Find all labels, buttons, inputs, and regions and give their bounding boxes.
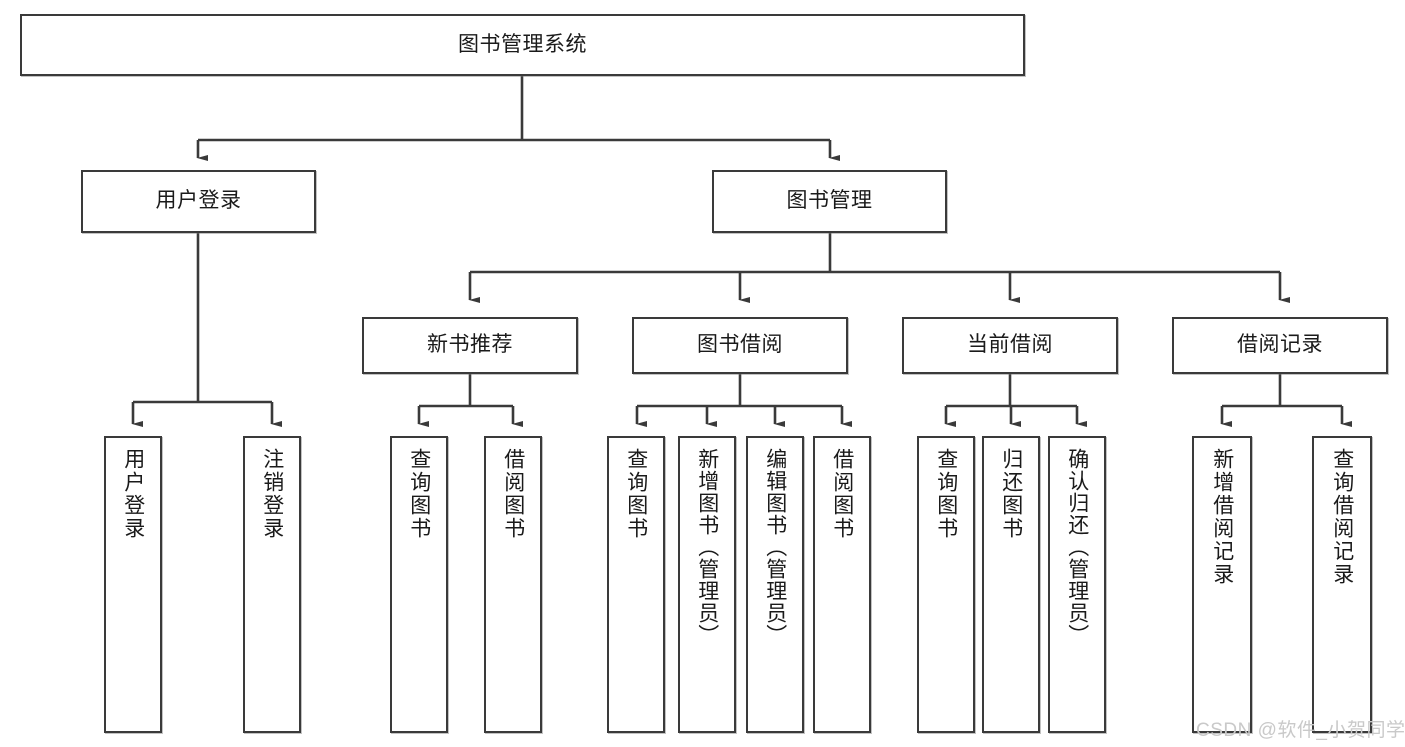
node-label: 新书推荐 bbox=[427, 333, 513, 357]
node-label: 用户登录 bbox=[155, 189, 242, 213]
node-label: 借阅图书 bbox=[501, 448, 525, 540]
node-label: 当前借阅 bbox=[967, 333, 1053, 357]
node-book-management[interactable]: 图书管理 bbox=[712, 170, 947, 233]
node-label: 查询图书 bbox=[934, 448, 958, 540]
leaf-current-borrow-confirm-return-admin[interactable]: 确认归还（管理员） bbox=[1048, 436, 1106, 733]
node-current-borrow[interactable]: 当前借阅 bbox=[902, 317, 1118, 374]
leaf-book-borrow-add-book-admin[interactable]: 新增图书（管理员） bbox=[678, 436, 736, 733]
node-label: 查询图书 bbox=[407, 448, 431, 540]
node-label: 查询图书 bbox=[624, 448, 648, 540]
leaf-new-book-query-book[interactable]: 查询图书 bbox=[390, 436, 448, 733]
node-label: 借阅图书 bbox=[830, 448, 854, 540]
node-label: 编辑图书（管理员） bbox=[763, 448, 787, 646]
node-label: 确认归还（管理员） bbox=[1065, 448, 1089, 646]
leaf-current-borrow-return-book[interactable]: 归还图书 bbox=[982, 436, 1040, 733]
node-label: 新增图书（管理员） bbox=[695, 448, 719, 646]
node-label: 图书管理 bbox=[786, 189, 873, 213]
leaf-current-borrow-query-book[interactable]: 查询图书 bbox=[917, 436, 975, 733]
node-label: 注销登录 bbox=[260, 448, 284, 540]
node-label: 借阅记录 bbox=[1237, 333, 1323, 357]
node-label: 查询借阅记录 bbox=[1330, 448, 1354, 586]
leaf-book-borrow-edit-book-admin[interactable]: 编辑图书（管理员） bbox=[746, 436, 804, 733]
node-label: 图书借阅 bbox=[697, 333, 783, 357]
node-new-book-recommend[interactable]: 新书推荐 bbox=[362, 317, 578, 374]
node-label: 用户登录 bbox=[121, 448, 145, 540]
node-label: 归还图书 bbox=[999, 448, 1023, 540]
node-root-book-management-system[interactable]: 图书管理系统 bbox=[20, 14, 1025, 76]
leaf-borrow-records-add-record[interactable]: 新增借阅记录 bbox=[1192, 436, 1252, 733]
leaf-user-login-login[interactable]: 用户登录 bbox=[104, 436, 162, 733]
node-book-borrow[interactable]: 图书借阅 bbox=[632, 317, 848, 374]
leaf-book-borrow-borrow-book[interactable]: 借阅图书 bbox=[813, 436, 871, 733]
node-user-login[interactable]: 用户登录 bbox=[81, 170, 316, 233]
leaf-user-login-logout[interactable]: 注销登录 bbox=[243, 436, 301, 733]
leaf-new-book-borrow-book[interactable]: 借阅图书 bbox=[484, 436, 542, 733]
node-label: 图书管理系统 bbox=[458, 32, 587, 56]
leaf-borrow-records-query-record[interactable]: 查询借阅记录 bbox=[1312, 436, 1372, 733]
leaf-book-borrow-query-book[interactable]: 查询图书 bbox=[607, 436, 665, 733]
node-label: 新增借阅记录 bbox=[1210, 448, 1234, 586]
node-borrow-records[interactable]: 借阅记录 bbox=[1172, 317, 1388, 374]
csdn-watermark: CSDN @软件_小贺同学 bbox=[1196, 720, 1405, 741]
